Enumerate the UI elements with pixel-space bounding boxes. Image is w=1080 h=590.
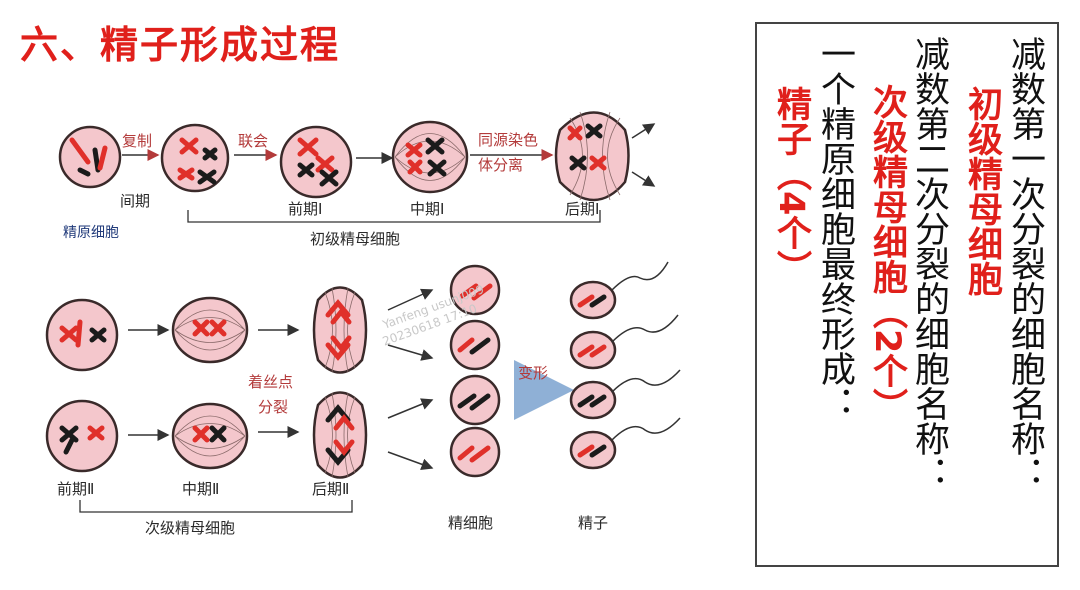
label-sperm: 精子: [578, 514, 608, 532]
cell-metaphase2-top: [173, 298, 247, 362]
cell-metaphase2-bottom: [173, 404, 247, 468]
label-anaphase1: 后期Ⅰ: [565, 200, 599, 218]
label-metaphase1: 中期Ⅰ: [410, 200, 444, 218]
label-prophase2: 前期Ⅱ: [57, 480, 94, 498]
label-primary-spermatocyte: 初级精母细胞: [310, 230, 400, 248]
label-homolog-sep-2: 体分离: [478, 156, 523, 174]
arrow-to-spermatid-4: [388, 452, 432, 468]
answer-meiosis1: 初级精母细胞: [962, 86, 1002, 296]
label-prophase1: 前期Ⅰ: [288, 200, 322, 218]
cell-prophase1: [281, 127, 351, 197]
bracket-primary: [188, 210, 600, 222]
answer-meiosis2: 次级精母细胞（2个）: [867, 84, 907, 423]
label-secondary-spermatocyte: 次级精母细胞: [145, 519, 235, 537]
spermatid-2: [451, 321, 499, 369]
cell-prophase2-bottom: [47, 401, 117, 471]
arrow-ana1-down: [632, 172, 654, 186]
question-meiosis1: 减数第一次分裂的细胞名称：: [1005, 36, 1045, 491]
sperm-2: [571, 315, 678, 368]
spermatogenesis-diagram: 复制 间期 精原细胞 联会 前期Ⅰ 中期Ⅰ 同源染色 体分离: [0, 0, 750, 590]
cell-anaphase1: [556, 112, 629, 200]
arrow-to-spermatid-3: [388, 400, 432, 418]
arrow-ana1-up: [632, 124, 654, 138]
bracket-secondary: [80, 500, 352, 512]
cell-spermatogonium: [60, 127, 120, 187]
sperm-1: [571, 262, 668, 318]
question-final: 一个精原细胞最终形成：: [815, 36, 855, 421]
label-homolog-sep-1: 同源染色: [478, 131, 538, 149]
arrow-to-spermatid-2: [388, 345, 432, 358]
label-anaphase2: 后期Ⅱ: [312, 480, 349, 498]
text-panel: 减数第一次分裂的细胞名称： 初级精母细胞 减数第二次分裂的细胞名称： 次级精母细…: [755, 22, 1059, 567]
answer-final: 精子（4个）: [771, 86, 811, 285]
label-spermatid: 精细胞: [448, 514, 493, 532]
cell-interphase: [162, 125, 228, 191]
cell-metaphase1: [393, 122, 467, 192]
label-spermatogonium: 精原细胞: [63, 225, 119, 241]
label-synapsis: 联会: [238, 132, 268, 150]
spermatid-4: [451, 428, 499, 476]
cell-anaphase2-top: [314, 288, 366, 373]
label-metaphase2: 中期Ⅱ: [182, 480, 219, 498]
label-transform: 变形: [518, 364, 548, 382]
sperm-3: [571, 370, 680, 418]
label-interphase: 间期: [120, 192, 150, 210]
label-copy: 复制: [122, 132, 152, 150]
question-meiosis2: 减数第二次分裂的细胞名称：: [909, 36, 949, 491]
label-centromere-1: 着丝点: [248, 373, 293, 391]
sperm-4: [571, 418, 680, 468]
spermatid-3: [451, 376, 499, 424]
label-centromere-2: 分裂: [258, 398, 288, 416]
cell-anaphase2-bottom: [314, 393, 366, 478]
cell-prophase2-top: [47, 300, 117, 370]
